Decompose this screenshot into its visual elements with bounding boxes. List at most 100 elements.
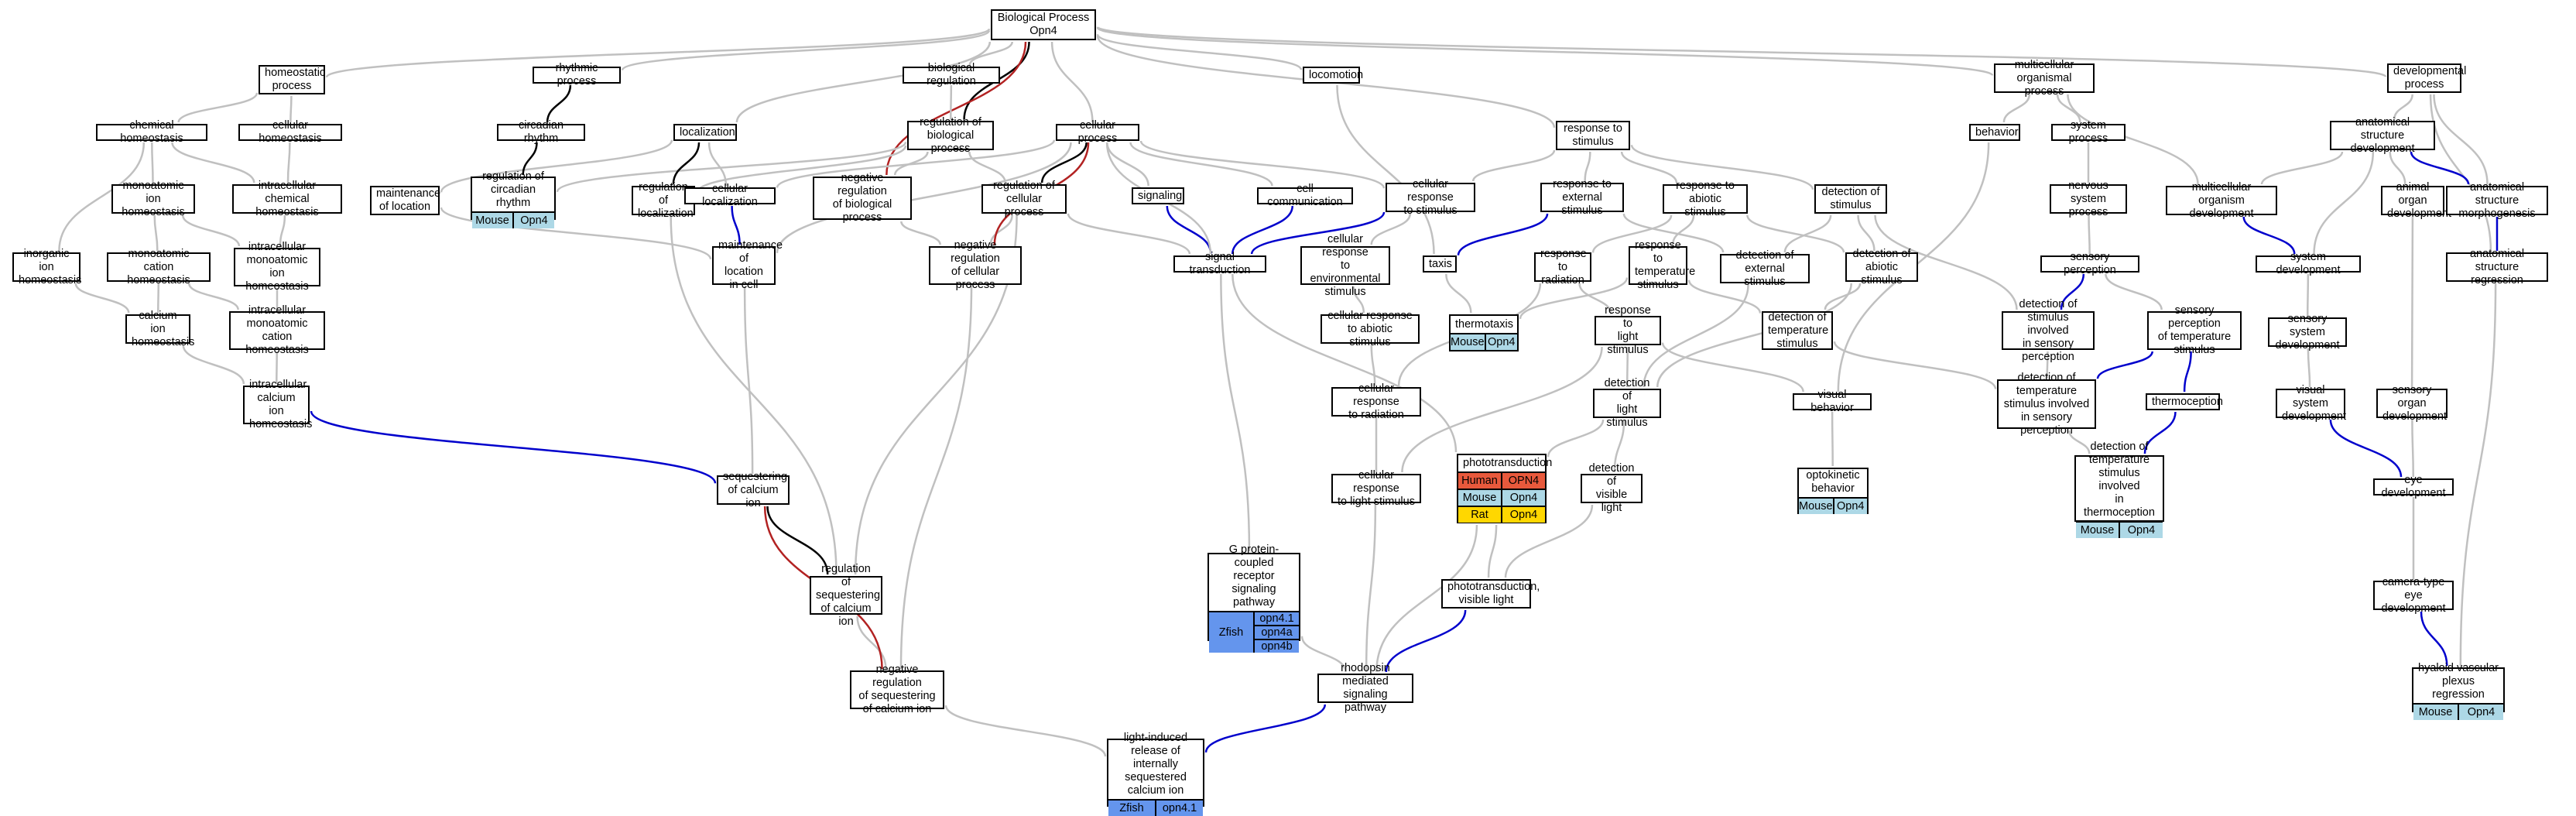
term-node-dettempsens[interactable]: detection of temperature stimulus involv…: [1997, 379, 2096, 429]
term-node-localization[interactable]: localization: [673, 124, 737, 141]
term-node-monocat[interactable]: monoatomic cation homeostasis: [107, 252, 211, 282]
term-node-intracaion[interactable]: intracellular calcium ion homeostasis: [243, 386, 310, 424]
term-node-bp[interactable]: Biological Process Opn4: [991, 9, 1096, 40]
edge-is-a: [2308, 348, 2310, 387]
term-label: intracellular calcium ion homeostasis: [245, 377, 308, 433]
edge-is-a: [2089, 215, 2090, 254]
term-node-maintloc[interactable]: maintenance of location: [370, 186, 440, 215]
term-node-vissysdev[interactable]: visual system development: [2276, 389, 2345, 418]
term-node-seqca[interactable]: sequestering of calcium ion: [717, 475, 790, 505]
term-node-detlight[interactable]: detection of light stimulus: [1593, 389, 1661, 418]
term-node-detext[interactable]: detection of external stimulus: [1720, 254, 1810, 283]
term-node-cellresplight[interactable]: cellular response to light stimulus: [1331, 474, 1421, 503]
term-node-resprad[interactable]: response to radiation: [1534, 252, 1591, 282]
term-node-resplight[interactable]: response to light stimulus: [1595, 316, 1661, 345]
term-node-inorgion[interactable]: inorganic ion homeostasis: [12, 252, 80, 282]
term-node-negregcell[interactable]: negative regulation of cellular process: [929, 246, 1022, 285]
term-node-rhythmic[interactable]: rhythmic process: [533, 67, 621, 84]
term-label: nervous system process: [2051, 178, 2126, 221]
term-node-respstim[interactable]: response to stimulus: [1556, 121, 1630, 150]
term-node-negregbio[interactable]: negative regulation of biological proces…: [813, 177, 912, 220]
term-node-cellrespenv[interactable]: cellular response to environmental stimu…: [1300, 246, 1390, 285]
term-node-bioreg[interactable]: biological regulation: [903, 67, 1000, 84]
term-node-animorg[interactable]: animal organ development: [2381, 186, 2444, 215]
term-node-detstim[interactable]: detection of stimulus: [1814, 184, 1887, 214]
term-label: locomotion: [1304, 67, 1358, 84]
term-node-multicell[interactable]: multicellular organismal process: [1994, 63, 2095, 93]
term-node-cellresp[interactable]: cellular response to stimulus: [1386, 183, 1475, 212]
term-node-detabio[interactable]: detection of abiotic stimulus: [1845, 252, 1918, 282]
term-node-asdev[interactable]: anatomical structure development: [2330, 121, 2435, 150]
term-node-cellresprad[interactable]: cellular response to radiation: [1331, 387, 1421, 417]
term-node-asmorph[interactable]: anatomical structure morphogenesis: [2446, 186, 2548, 215]
term-label: signal transduction: [1175, 249, 1265, 279]
term-node-eyedev[interactable]: eye development: [2373, 478, 2454, 495]
term-node-thermoception[interactable]: thermoception: [2146, 393, 2220, 410]
term-label: sensory organ development: [2378, 382, 2446, 425]
term-label: multicellular organismal process: [1995, 57, 2093, 100]
term-node-detsens[interactable]: detection of stimulus involved in sensor…: [2002, 311, 2095, 350]
term-node-regcell[interactable]: regulation of cellular process: [981, 184, 1067, 214]
term-node-caionhomeo[interactable]: calcium ion homeostasis: [125, 314, 190, 344]
term-node-dettempthermo[interactable]: detection of temperature stimulus involv…: [2074, 455, 2164, 522]
term-node-sysdev[interactable]: system development: [2256, 255, 2361, 273]
term-node-sensorgdev[interactable]: sensory organ development: [2376, 389, 2448, 418]
term-node-devproc[interactable]: developmental process: [2387, 63, 2461, 93]
term-node-rhodopsin[interactable]: rhodopsin mediated signaling pathway: [1317, 674, 1413, 703]
species-label: Human: [1458, 473, 1501, 489]
term-node-sigtrans[interactable]: signal transduction: [1173, 255, 1266, 273]
term-node-cellrespabio[interactable]: cellular response to abiotic stimulus: [1321, 314, 1420, 344]
term-node-cellhomeo[interactable]: cellular homeostasis: [238, 124, 342, 141]
edge-is-a: [327, 29, 989, 77]
term-node-locomotion[interactable]: locomotion: [1303, 67, 1360, 84]
term-label: system development: [2257, 249, 2359, 279]
term-node-maintloccell[interactable]: maintenance of location in cell: [712, 246, 776, 285]
term-node-regbio[interactable]: regulation of biological process: [907, 121, 994, 150]
term-node-behavior[interactable]: behavior: [1969, 124, 2020, 141]
edge-positively-regulates: [1167, 206, 1211, 254]
term-node-taxis[interactable]: taxis: [1423, 255, 1457, 273]
term-node-senssysdev[interactable]: sensory system development: [2268, 317, 2347, 347]
term-node-intrachem[interactable]: intracellular chemical homeostasis: [232, 184, 342, 214]
term-node-circadian[interactable]: circadian rhythm: [497, 124, 585, 141]
term-node-phototransvis[interactable]: phototransduction, visible light: [1441, 579, 1531, 609]
term-node-cellcomm[interactable]: cell communication: [1257, 187, 1353, 204]
term-node-sensperctemp[interactable]: sensory perception of temperature stimul…: [2147, 311, 2242, 350]
term-node-chemhomeo[interactable]: chemical homeostasis: [96, 124, 207, 141]
term-node-gpcr[interactable]: G protein-coupled receptor signaling pat…: [1208, 553, 1300, 641]
term-node-homeostatic[interactable]: homeostatic process: [259, 65, 325, 94]
term-node-intramonoion[interactable]: intracellular monoatomic ion homeostasis: [234, 248, 320, 286]
term-node-nervsys[interactable]: nervous system process: [2050, 184, 2127, 214]
term-node-sensperc[interactable]: sensory perception: [2040, 255, 2139, 273]
term-node-visbeh[interactable]: visual behavior: [1793, 393, 1872, 410]
term-node-lightca[interactable]: light-induced release of internally sequ…: [1107, 739, 1204, 807]
term-node-monoionhomeo[interactable]: monoatomic ion homeostasis: [111, 184, 195, 214]
term-node-sysproc[interactable]: system process: [2051, 124, 2126, 141]
edge-is-a: [2314, 152, 2373, 254]
edge-positively-regulates: [1458, 214, 1547, 255]
term-node-asregress[interactable]: anatomical structure regression: [2446, 252, 2548, 282]
term-label: cellular response to light stimulus: [1333, 468, 1420, 510]
term-node-cellproc[interactable]: cellular process: [1056, 124, 1139, 141]
term-label: localization: [675, 125, 735, 141]
term-node-dettemp[interactable]: detection of temperature stimulus: [1762, 311, 1833, 350]
term-node-cellloc[interactable]: cellular localization: [684, 187, 776, 204]
term-label: regulation of sequestering of calcium io…: [811, 561, 881, 630]
term-node-multidev[interactable]: multicellular organism development: [2166, 186, 2277, 215]
term-label: detection of visible light: [1582, 461, 1641, 516]
term-node-resptemp[interactable]: response to temperature stimulus: [1629, 246, 1687, 285]
term-node-cameye[interactable]: camera-type eye development: [2373, 581, 2454, 610]
term-node-negregseqca[interactable]: negative regulation of sequestering of c…: [850, 670, 944, 709]
term-node-regseqca[interactable]: regulation of sequestering of calcium io…: [810, 576, 882, 615]
term-node-respabio[interactable]: response to abiotic stimulus: [1663, 184, 1748, 214]
edge-positively-regulates: [1232, 206, 1293, 254]
term-node-signaling[interactable]: signaling: [1132, 187, 1184, 204]
term-node-respext[interactable]: response to external stimulus: [1540, 183, 1624, 212]
term-node-detvis[interactable]: detection of visible light: [1581, 474, 1643, 503]
term-node-intramonocat[interactable]: intracellular monoatomic cation homeosta…: [229, 311, 325, 350]
